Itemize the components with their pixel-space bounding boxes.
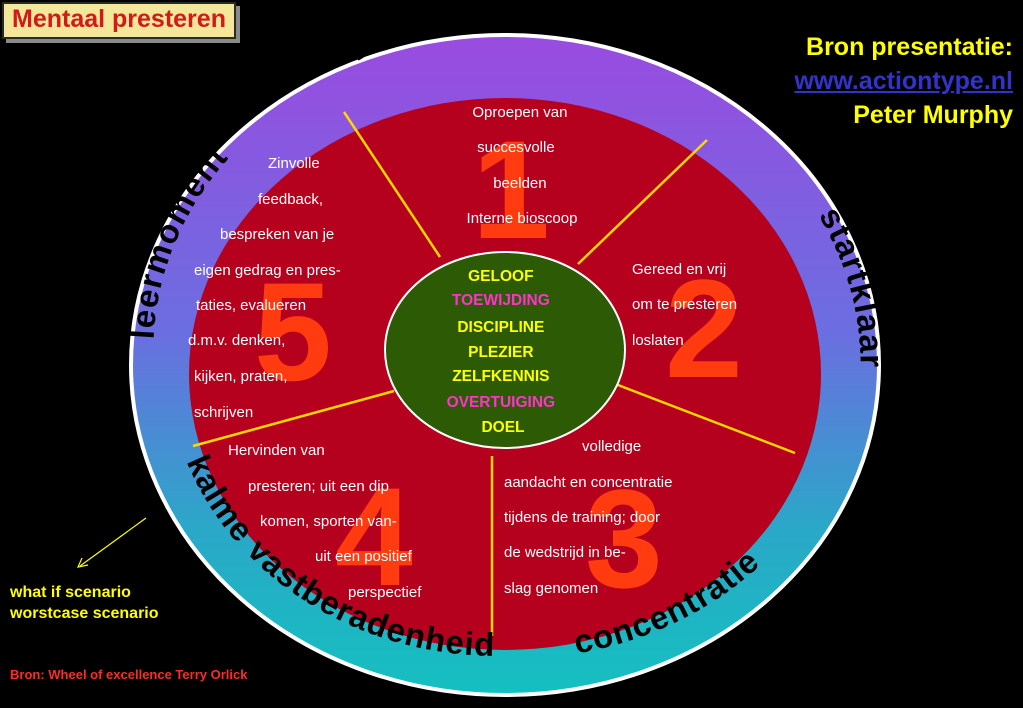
divider-4-5 <box>192 389 395 448</box>
arrow-icon <box>76 517 147 568</box>
segment-5-line: Zinvolle <box>268 155 320 172</box>
segment-5-line: bespreken van je <box>220 226 334 243</box>
source-credit: Bron presentatie: www.actiontype.nl Pete… <box>794 30 1013 132</box>
segment-1-line: beelden <box>493 175 546 192</box>
source-author: Peter Murphy <box>853 101 1013 129</box>
segment-3-line: de wedstrijd in be- <box>504 544 626 561</box>
segment-number-2: 2 <box>665 250 743 407</box>
core-circle <box>384 251 626 449</box>
source-credit-label: Bron presentatie: <box>806 33 1013 61</box>
core-values: GELOOF TOEWIJDING DISCIPLINE PLEZIER ZEL… <box>447 268 560 436</box>
segment-4-line: Hervinden van <box>228 442 325 459</box>
segment-4-line: komen, sporten van- <box>260 513 397 530</box>
segment-2-line: Gereed en vrij <box>632 261 726 278</box>
core-value: GELOOF <box>468 268 533 285</box>
divider-1-5 <box>342 111 442 258</box>
source-link[interactable]: www.actiontype.nl <box>794 67 1013 95</box>
core-value: OVERTUIGING <box>447 394 556 411</box>
segment-1-line: succesvolle <box>477 139 555 156</box>
segment-3-line: slag genomen <box>504 580 598 597</box>
segment-4-line: presteren; uit een dip <box>248 478 389 495</box>
segment-3-text: volledige aandacht en concentratie tijde… <box>504 438 677 597</box>
segment-1-line: Interne bioscoop <box>467 210 578 227</box>
core-value: PLEZIER <box>468 344 533 361</box>
core-value: DOEL <box>481 419 524 436</box>
scenario-line: worstcase scenario <box>10 605 159 622</box>
divider-1-2 <box>577 139 708 265</box>
segment-number-5: 5 <box>254 253 332 410</box>
segment-1-line: Oproepen van <box>472 104 567 121</box>
segment-3-line: volledige <box>582 438 641 455</box>
segment-number-3: 3 <box>585 460 663 617</box>
segment-5-line: schrijven <box>194 404 253 421</box>
wheel-dividers <box>192 111 796 636</box>
segment-5-line: eigen gedrag en pres- <box>194 262 341 279</box>
segment-5-line: feedback, <box>258 191 323 208</box>
segment-4-text: Hervinden van presteren; uit een dip kom… <box>228 442 422 601</box>
divider-2-3 <box>617 383 796 455</box>
source-note: Bron: Wheel of excellence Terry Orlick <box>10 667 248 682</box>
segment-5-line: kijken, praten, <box>194 368 287 385</box>
segment-2-line: om te presteren <box>632 296 737 313</box>
segment-number-1: 1 <box>472 111 550 268</box>
segment-3-line: tijdens de training; door <box>504 509 660 526</box>
segment-1-text: Oproepen van succesvolle beelden Interne… <box>467 104 578 227</box>
scenario-note: what if scenario worstcase scenario <box>10 582 159 624</box>
core-value: TOEWIJDING <box>452 292 550 309</box>
segment-4-line: uit een positief <box>315 548 413 565</box>
segment-3-line: aandacht en concentratie <box>504 474 672 491</box>
segment-5-line: taties, evalueren <box>196 297 306 314</box>
segment-5-text: Zinvolle feedback, bespreken van je eige… <box>188 155 345 421</box>
segment-2-text: Gereed en vrij om te presteren loslaten <box>632 261 741 349</box>
core-value: DISCIPLINE <box>457 319 544 336</box>
segment-4-line: perspectief <box>348 584 422 601</box>
page-title: Mentaal presteren <box>2 2 236 39</box>
core-value: ZELFKENNIS <box>452 368 549 385</box>
segment-number-4: 4 <box>335 458 413 615</box>
segment-2-line: loslaten <box>632 332 684 349</box>
scenario-line: what if scenario <box>10 584 131 601</box>
segment-5-line: d.m.v. denken, <box>188 332 285 349</box>
